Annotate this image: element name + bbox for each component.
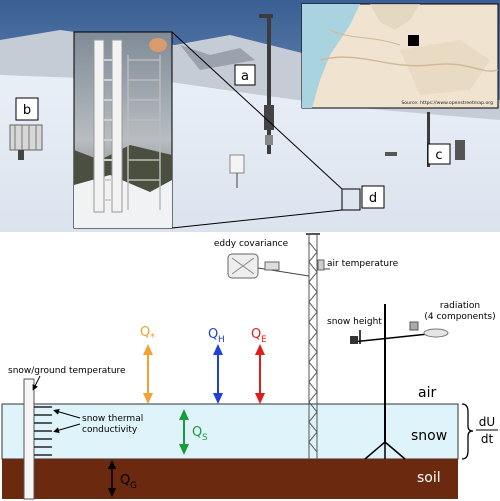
detail-box-d — [341, 188, 361, 211]
snow-height-mast — [351, 304, 429, 460]
q-e-sub: E — [261, 335, 267, 345]
air-temperature-sensor — [317, 259, 330, 271]
instrument-box — [229, 154, 245, 188]
zoom-line — [171, 31, 343, 190]
lattice-tower — [306, 233, 320, 459]
soil-layer — [2, 459, 458, 499]
rock-patch — [180, 45, 255, 70]
probe-pointer — [32, 375, 41, 391]
q-star-flux: Q * — [140, 325, 155, 404]
snow-thermal-conductivity-label-2: conductivity — [82, 425, 138, 435]
snow-height-label: snow height — [327, 317, 382, 327]
q-s-label: Q — [192, 425, 202, 440]
q-star-label: Q — [140, 325, 150, 340]
energy-balance-svg: eddy covariance air temperature snow hei… — [1, 233, 498, 500]
radiation-sublabel: (4 components) — [424, 312, 495, 322]
snow-height-sensor — [350, 336, 358, 344]
met-tower — [259, 14, 274, 154]
dt-label: dt — [481, 432, 494, 446]
energy-balance-diagram: eddy covariance air temperature snow hei… — [0, 232, 500, 501]
air-temperature-label: air temperature — [327, 259, 399, 269]
q-g-label: Q — [120, 473, 130, 488]
eddy-covariance-sensor — [227, 253, 310, 279]
q-e-label: Q — [251, 327, 261, 342]
soil-label: soil — [417, 470, 441, 486]
air-label: air — [418, 385, 436, 401]
q-g-flux: Q G — [108, 460, 137, 497]
snow-layer — [1, 403, 459, 460]
conductivity-pointer — [53, 423, 81, 434]
panel-label-c: c — [427, 143, 451, 165]
q-e-flux: Q E — [251, 327, 267, 404]
location-map: Source: https://www.openstreetmap.org — [301, 3, 499, 109]
q-h-label: Q — [208, 327, 218, 342]
instrument-b — [9, 124, 43, 160]
conductivity-pointer — [53, 408, 81, 419]
snow-ground-temperature-label: snow/ground temperature — [8, 366, 126, 376]
radiation-label: radiation — [440, 301, 480, 311]
svg-text:d: d — [369, 191, 377, 206]
snow-thermal-conductivity-label-1: snow thermal — [82, 414, 143, 424]
q-star-sub: * — [150, 332, 155, 343]
q-s-sub: S — [202, 433, 208, 443]
snow-label: snow — [411, 428, 447, 444]
q-h-sub: H — [218, 335, 225, 345]
mast-c — [385, 112, 465, 167]
svg-text:a: a — [241, 69, 249, 84]
brace — [461, 403, 474, 460]
q-g-sub: G — [130, 481, 137, 491]
inset-photo — [73, 31, 173, 229]
svg-text:c: c — [435, 148, 442, 163]
field-site-photo: Source: https://www.openstreetmap.org a … — [0, 0, 500, 232]
radiation-sensor — [409, 321, 449, 338]
du-label: dU — [479, 415, 495, 429]
q-s-flux: Q S — [179, 409, 208, 455]
zoom-line — [171, 209, 343, 229]
q-h-flux: Q H — [208, 327, 225, 404]
svg-text:b: b — [23, 103, 31, 118]
panel-label-a: a — [234, 64, 256, 86]
field-site-photo-svg: Source: https://www.openstreetmap.org a … — [0, 0, 500, 232]
eddy-covariance-label: eddy covariance — [214, 239, 289, 249]
temperature-probe — [23, 378, 52, 500]
panel-label-b: b — [15, 97, 39, 121]
site-marker — [408, 35, 419, 46]
map-source-text: Source: https://www.openstreetmap.org — [401, 100, 493, 106]
panel-label-d: d — [361, 185, 385, 209]
